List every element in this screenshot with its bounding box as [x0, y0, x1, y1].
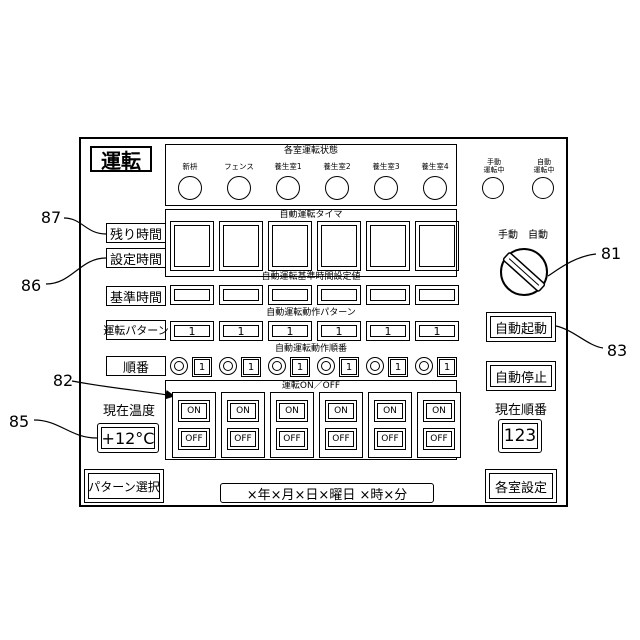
room-status-label-1: 新枡: [168, 163, 212, 171]
base-time-cell-1: [170, 285, 214, 305]
room-status-indicator-6: [423, 176, 447, 200]
selector-lever: [503, 252, 545, 292]
off-button-2[interactable]: OFF: [227, 428, 259, 450]
base-time-cell-4: [317, 285, 361, 305]
order-indicator-inner-2: [223, 361, 233, 371]
pattern-cell-6: 1: [415, 321, 459, 341]
room-status-indicator-5: [374, 176, 398, 200]
on-button-2[interactable]: ON: [227, 400, 259, 422]
order-indicator-inner-6: [419, 361, 429, 371]
room-status-indicator-4: [325, 176, 349, 200]
off-button-3[interactable]: OFF: [276, 428, 308, 450]
leader-82: [72, 381, 174, 396]
off-button-5[interactable]: OFF: [374, 428, 406, 450]
timer-display-2: [219, 221, 263, 271]
leader-81: [548, 254, 596, 276]
room-status-label-3: 養生室1: [266, 163, 310, 171]
pattern-cell-2: 1: [219, 321, 263, 341]
order-indicator-inner-1: [174, 361, 184, 371]
base-time-cell-2: [219, 285, 263, 305]
order-indicator-inner-4: [321, 361, 331, 371]
timer-display-3: [268, 221, 312, 271]
order-cell-3: 1: [290, 357, 310, 377]
order-cell-5: 1: [388, 357, 408, 377]
room-status-label-6: 養生室4: [413, 163, 457, 171]
room-status-indicator-2: [227, 176, 251, 200]
on-button-4[interactable]: ON: [325, 400, 357, 422]
timer-display-5: [366, 221, 410, 271]
room-status-indicator-1: [178, 176, 202, 200]
leader-85: [34, 420, 97, 438]
pattern-cell-3: 1: [268, 321, 312, 341]
room-status-label-4: 養生室2: [315, 163, 359, 171]
timer-display-1: [170, 221, 214, 271]
off-button-1[interactable]: OFF: [178, 428, 210, 450]
order-cell-6: 1: [437, 357, 457, 377]
order-cell-4: 1: [339, 357, 359, 377]
base-time-cell-3: [268, 285, 312, 305]
room-status-label-2: フェンス: [217, 163, 261, 171]
leader-86: [46, 258, 106, 284]
base-time-cell-5: [366, 285, 410, 305]
base-time-cell-6: [415, 285, 459, 305]
leader-83: [556, 326, 603, 348]
off-button-4[interactable]: OFF: [325, 428, 357, 450]
timer-display-4: [317, 221, 361, 271]
order-cell-2: 1: [241, 357, 261, 377]
on-button-1[interactable]: ON: [178, 400, 210, 422]
room-status-label-5: 養生室3: [364, 163, 408, 171]
timer-display-6: [415, 221, 459, 271]
pattern-cell-4: 1: [317, 321, 361, 341]
order-cell-1: 1: [192, 357, 212, 377]
on-button-5[interactable]: ON: [374, 400, 406, 422]
off-button-6[interactable]: OFF: [423, 428, 455, 450]
on-button-6[interactable]: ON: [423, 400, 455, 422]
order-indicator-inner-3: [272, 361, 282, 371]
on-button-3[interactable]: ON: [276, 400, 308, 422]
order-indicator-inner-5: [370, 361, 380, 371]
pattern-cell-1: 1: [170, 321, 214, 341]
pattern-cell-5: 1: [366, 321, 410, 341]
room-status-indicator-3: [276, 176, 300, 200]
leader-87: [64, 218, 106, 234]
